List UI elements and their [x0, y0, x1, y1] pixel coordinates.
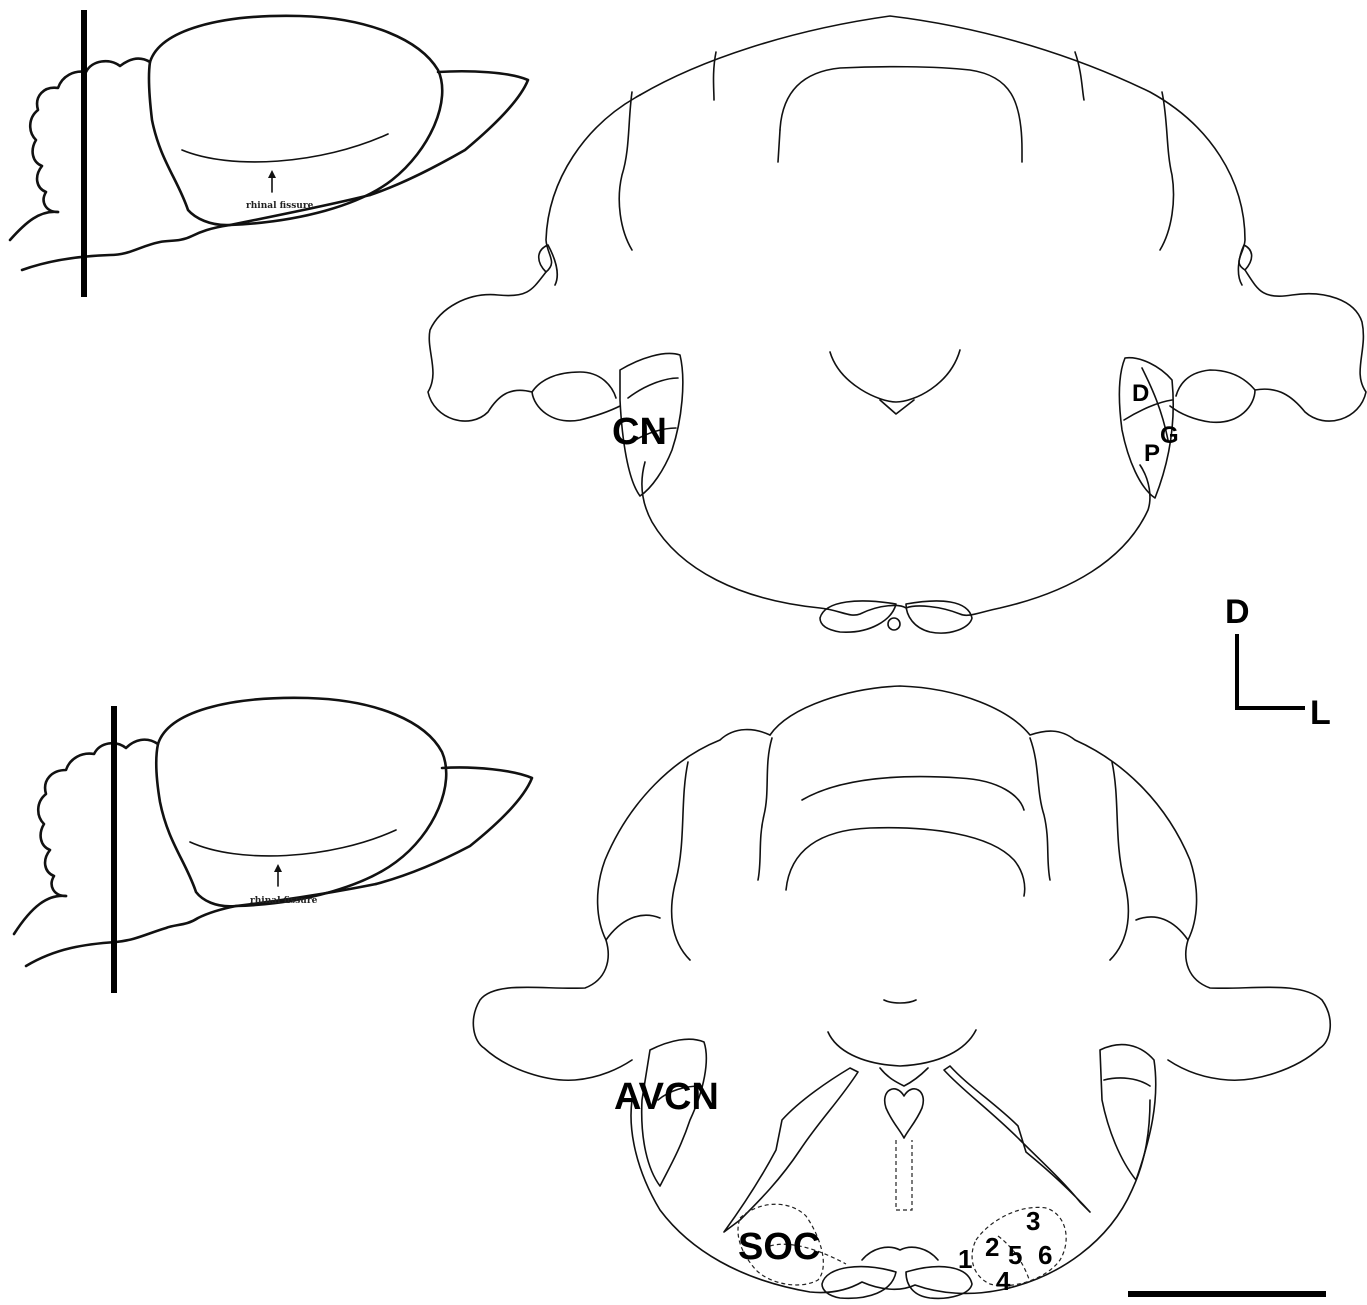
sagittal-bottom-rhinal-arrowhead	[274, 864, 282, 872]
bottom-ventral-bump	[862, 1247, 938, 1260]
top-ventral-dot	[888, 618, 900, 630]
bottom-nucleus-5: 5	[1008, 1240, 1022, 1270]
bottom-section-brainstem	[631, 1100, 1150, 1293]
top-folium-left2	[619, 92, 632, 250]
sagittal-bottom-cerebellum	[376, 767, 532, 884]
top-folium-center	[780, 67, 1022, 162]
top-subdivision-p: P	[1144, 440, 1160, 467]
bottom-folium-lower	[786, 828, 1025, 896]
sagittal-brain-bottom: rhinal fissure	[14, 698, 532, 993]
top-folium-center-left	[778, 130, 780, 162]
bottom-avcn-label: AVCN	[614, 1076, 719, 1118]
top-folium-right2	[1160, 92, 1174, 250]
bottom-ventral-left-lobe	[822, 1267, 896, 1299]
sagittal-bottom-olfactory	[14, 896, 66, 934]
top-left-cn-divide	[628, 378, 678, 398]
sagittal-brain-top: rhinal fissure	[10, 10, 528, 297]
bottom-nucleus-4: 4	[996, 1266, 1011, 1296]
bottom-nucleus-2: 2	[985, 1232, 999, 1262]
top-fourth-ventricle	[830, 350, 960, 402]
bottom-midline-heart	[885, 1089, 924, 1138]
sagittal-top-rhinal-label: rhinal fissure	[246, 201, 314, 211]
sagittal-top-cerebellum	[370, 71, 528, 195]
coronal-section-top: CN D G P	[428, 16, 1366, 633]
bottom-right-cn-shape	[1100, 1045, 1156, 1180]
bottom-folium-left2	[672, 762, 690, 960]
bottom-nucleus-1: 1	[958, 1244, 972, 1274]
coronal-section-bottom: AVCN SOC 1 2 3 4 5 6	[473, 686, 1330, 1298]
top-section-outline-left	[428, 95, 640, 421]
sagittal-top-cerebrum	[149, 16, 442, 225]
top-cn-label: CN	[612, 411, 667, 453]
top-left-lobe-lower	[532, 372, 616, 398]
bottom-left-tract	[724, 1068, 858, 1232]
bottom-folium-upper	[802, 777, 1024, 810]
sagittal-top-rhinal-curve	[182, 134, 388, 162]
top-section-outline	[640, 16, 1366, 422]
sagittal-top-frontal-bumps	[30, 59, 150, 212]
top-right-lobe-lower	[1176, 370, 1255, 396]
orientation-lateral-label: L	[1310, 694, 1331, 732]
bottom-right-cn-divide	[1104, 1078, 1150, 1086]
sagittal-top-olfactory	[10, 212, 58, 240]
bottom-soc-label: SOC	[738, 1226, 820, 1268]
top-subdivision-d: D	[1132, 380, 1149, 407]
bottom-ventricle	[828, 1030, 976, 1066]
bottom-midline-dashed	[896, 1140, 912, 1210]
top-section-brainstem	[642, 462, 1150, 615]
bottom-midline-top	[880, 1068, 928, 1086]
sagittal-top-rhinal-arrowhead	[268, 170, 276, 178]
sagittal-top-brainstem	[22, 195, 370, 270]
bottom-folium-left1	[758, 738, 772, 880]
top-folium-right1	[1075, 52, 1084, 100]
sagittal-bottom-rhinal-label: rhinal fissure	[250, 896, 318, 906]
top-folium-left1	[714, 52, 717, 100]
bottom-folium-right1	[1030, 738, 1050, 880]
bottom-folium-right3	[1136, 917, 1188, 940]
bottom-nucleus-3: 3	[1026, 1206, 1040, 1236]
bottom-right-tract	[944, 1066, 1090, 1212]
bottom-ventricle-roof	[884, 1000, 916, 1003]
bottom-section-outline-left	[473, 730, 770, 1081]
bottom-folium-right2	[1110, 762, 1128, 960]
bottom-folium-left3	[606, 915, 660, 940]
bottom-nucleus-6: 6	[1038, 1240, 1052, 1270]
orientation-dorsal-label: D	[1225, 593, 1250, 631]
sagittal-bottom-rhinal-curve	[190, 830, 396, 856]
orientation-marker: D L	[1225, 593, 1331, 732]
top-subdivision-g: G	[1160, 422, 1179, 449]
bottom-section-outline	[770, 686, 1330, 1080]
sagittal-bottom-frontal-bumps	[38, 740, 158, 896]
